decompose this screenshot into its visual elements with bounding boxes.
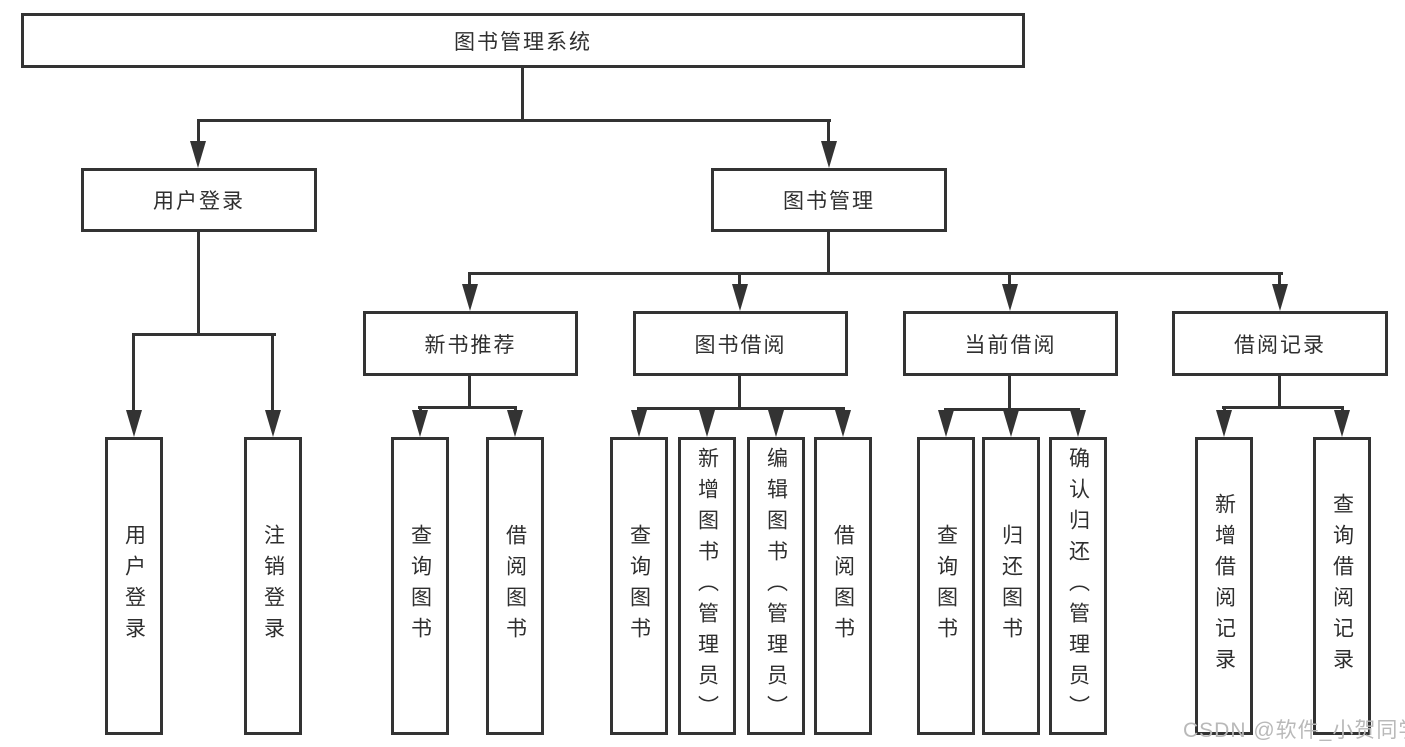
connector-drop	[827, 119, 830, 144]
connector-drop	[419, 406, 422, 413]
leaf-borrow-edit-book-admin-label: 编辑图书（管理员）	[764, 446, 788, 726]
arrow-down-icon	[462, 284, 478, 311]
connector-bar	[418, 406, 517, 409]
arrow-down-icon	[1003, 410, 1019, 437]
arrow-down-icon	[699, 410, 715, 437]
leaf-records-query-record: 查询借阅记录	[1313, 437, 1371, 735]
watermark: CSDN @软件_小贺同学	[1183, 719, 1405, 742]
leaf-borrow-add-book-admin: 新增图书（管理员）	[678, 437, 736, 735]
leaf-recommend-query-book: 查询图书	[391, 437, 449, 735]
connector-drop	[1278, 272, 1281, 286]
connector-book-mgmt-bar	[468, 272, 1283, 275]
node-current-borrow-label: 当前借阅	[964, 333, 1057, 357]
node-user-login: 用户登录	[81, 168, 317, 232]
node-user-login-label: 用户登录	[153, 190, 245, 213]
connector-drop	[197, 119, 200, 144]
arrow-down-icon	[938, 410, 954, 437]
node-book-mgmt: 图书管理	[711, 168, 947, 232]
arrow-down-icon	[1002, 284, 1018, 311]
node-borrow-records-label: 借阅记录	[1234, 333, 1326, 357]
connector-user-login-bar	[132, 333, 276, 336]
leaf-borrow-edit-book-admin: 编辑图书（管理员）	[747, 437, 805, 735]
connector-drop	[1223, 406, 1226, 413]
leaf-borrow-borrow-book-label: 借阅图书	[831, 524, 855, 648]
arrow-down-icon	[1334, 410, 1350, 437]
leaf-logout-login: 注销登录	[244, 437, 302, 735]
node-root: 图书管理系统	[21, 13, 1025, 68]
arrow-down-icon	[821, 141, 837, 168]
connector-drop	[738, 272, 741, 286]
arrow-down-icon	[631, 410, 647, 437]
node-book-borrow: 图书借阅	[633, 311, 848, 376]
leaf-logout-login-label: 注销登录	[261, 524, 285, 648]
connector-bar	[944, 408, 1080, 411]
connector-user-login-stem	[197, 232, 200, 336]
connector-stem	[468, 376, 471, 409]
connector-root-bar	[197, 119, 831, 122]
leaf-user-login-label: 用户登录	[122, 524, 146, 648]
leaf-current-confirm-return-admin: 确认归还（管理员）	[1049, 437, 1107, 735]
connector-book-mgmt-stem	[827, 232, 830, 275]
node-current-borrow: 当前借阅	[903, 311, 1118, 376]
connector-root-stem	[521, 68, 524, 122]
leaf-recommend-borrow-book: 借阅图书	[486, 437, 544, 735]
arrow-down-icon	[1272, 284, 1288, 311]
leaf-recommend-query-book-label: 查询图书	[408, 524, 432, 648]
node-new-book-recommend-label: 新书推荐	[424, 333, 517, 357]
arrow-down-icon	[1070, 410, 1086, 437]
arrow-down-icon	[507, 410, 523, 437]
connector-drop	[1341, 406, 1344, 413]
leaf-current-return-book: 归还图书	[982, 437, 1040, 735]
connector-drop	[132, 333, 135, 412]
connector-stem	[1278, 376, 1281, 409]
leaf-borrow-add-book-admin-label: 新增图书（管理员）	[695, 446, 719, 726]
connector-drop	[514, 406, 517, 413]
arrow-down-icon	[190, 141, 206, 168]
connector-stem	[1008, 376, 1011, 411]
leaf-current-query-book-label: 查询图书	[934, 524, 958, 648]
arrow-down-icon	[412, 410, 428, 437]
arrow-down-icon	[1216, 410, 1232, 437]
connector-bar	[637, 407, 845, 410]
node-root-label: 图书管理系统	[454, 30, 592, 54]
leaf-records-add-record-label: 新增借阅记录	[1212, 493, 1236, 679]
connector-drop	[468, 272, 471, 286]
arrow-down-icon	[126, 410, 142, 437]
leaf-current-return-book-label: 归还图书	[999, 524, 1023, 648]
node-book-borrow-label: 图书借阅	[694, 333, 787, 357]
leaf-current-confirm-return-admin-label: 确认归还（管理员）	[1066, 446, 1090, 726]
arrow-down-icon	[835, 410, 851, 437]
leaf-borrow-query-book: 查询图书	[610, 437, 668, 735]
leaf-current-query-book: 查询图书	[917, 437, 975, 735]
leaf-borrow-query-book-label: 查询图书	[627, 524, 651, 648]
leaf-borrow-borrow-book: 借阅图书	[814, 437, 872, 735]
arrow-down-icon	[768, 410, 784, 437]
node-new-book-recommend: 新书推荐	[363, 311, 578, 376]
arrow-down-icon	[265, 410, 281, 437]
leaf-records-add-record: 新增借阅记录	[1195, 437, 1253, 735]
leaf-user-login: 用户登录	[105, 437, 163, 735]
arrow-down-icon	[732, 284, 748, 311]
connector-bar	[1222, 406, 1344, 409]
node-borrow-records: 借阅记录	[1172, 311, 1388, 376]
connector-drop	[1008, 272, 1011, 286]
connector-stem	[738, 376, 741, 410]
node-book-mgmt-label: 图书管理	[783, 190, 875, 213]
connector-drop	[271, 333, 274, 412]
leaf-recommend-borrow-book-label: 借阅图书	[503, 524, 527, 648]
leaf-records-query-record-label: 查询借阅记录	[1330, 493, 1354, 679]
